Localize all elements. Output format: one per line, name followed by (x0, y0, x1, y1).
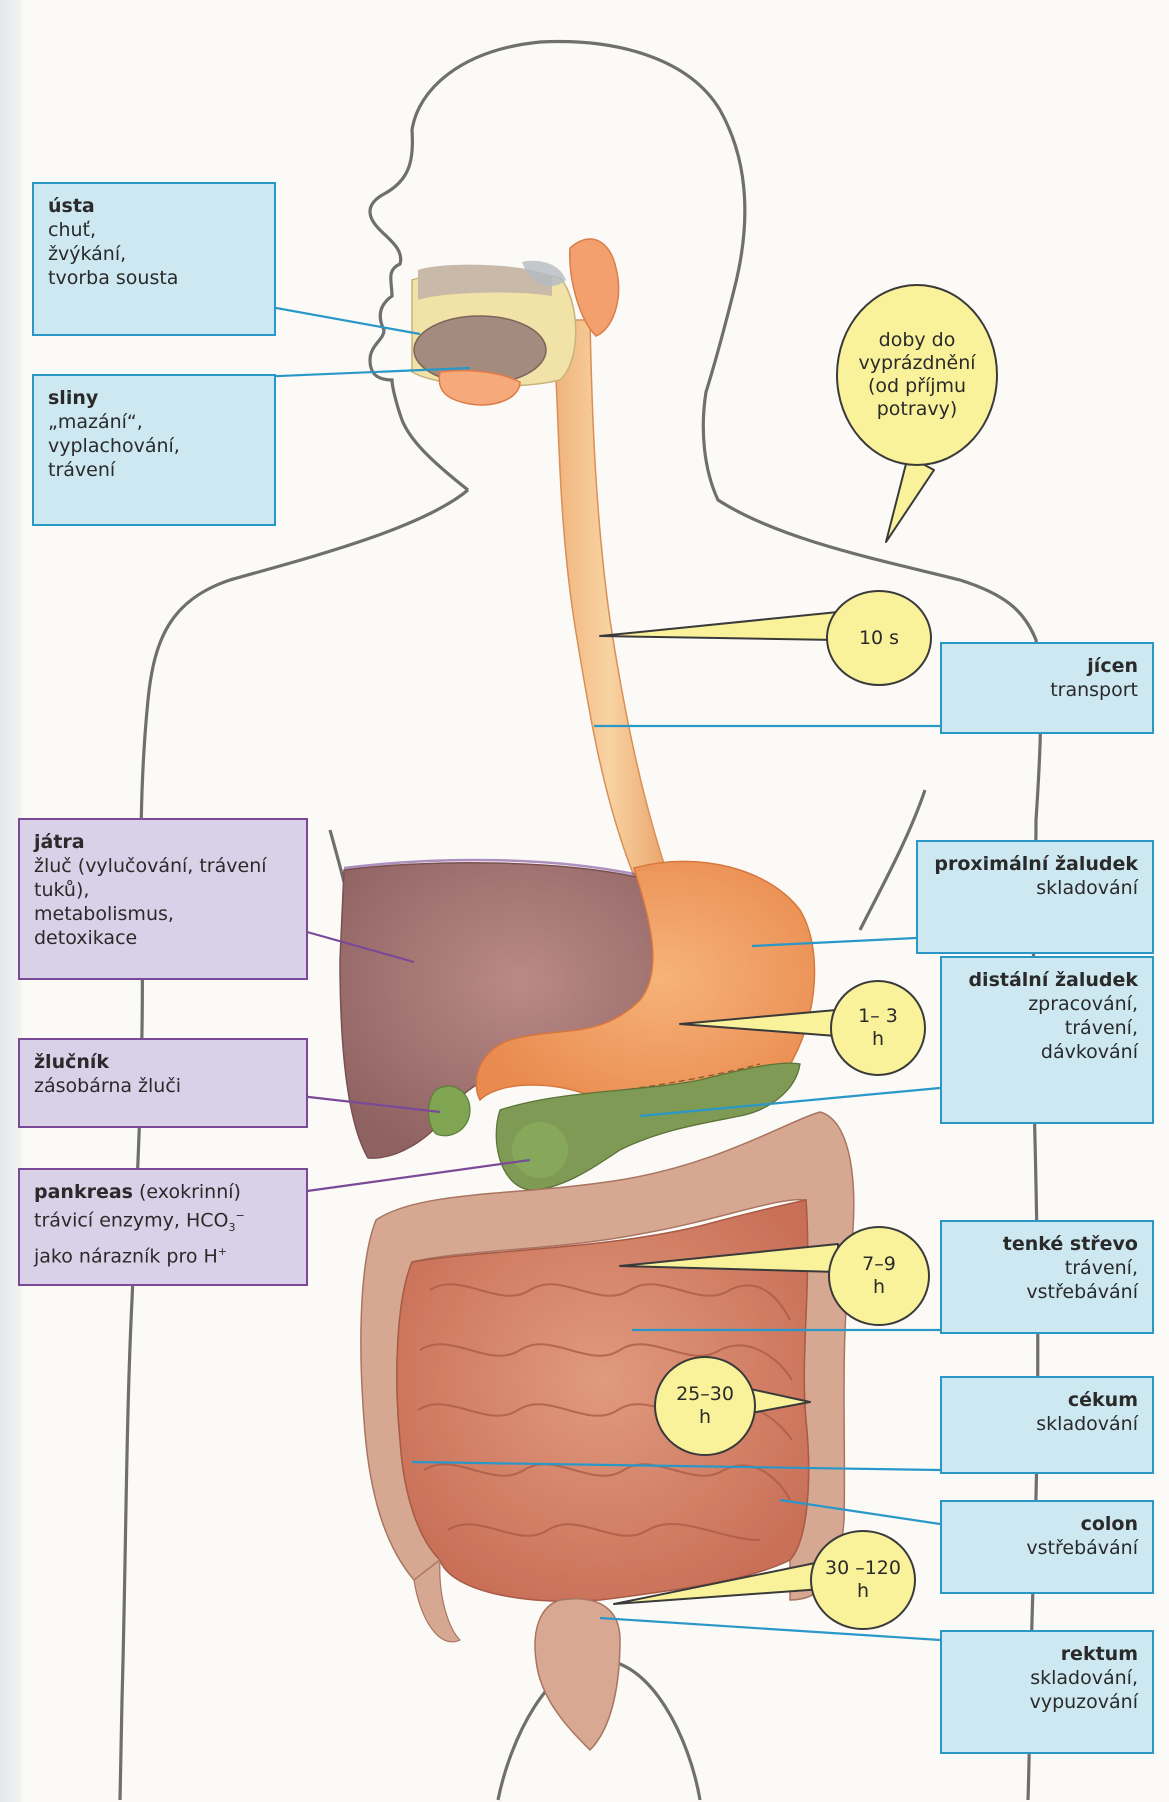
label-colon-title: colon (956, 1512, 1138, 1536)
label-pankreas-desc2: jako nárazník pro H+ (34, 1240, 292, 1268)
label-colon-desc: vstřebávání (956, 1536, 1138, 1560)
label-usta: ústa chuť, žvýkání, tvorba sousta (32, 182, 276, 336)
label-tenke-strevo: tenké střevo trávení, vstřebávání (940, 1220, 1154, 1334)
leader-pankreas (300, 1160, 530, 1192)
label-rektum-title: rektum (956, 1642, 1138, 1666)
label-cekum-title: cékum (956, 1388, 1138, 1412)
label-tenke-desc: trávení, vstřebávání (956, 1256, 1138, 1304)
label-jicen-title: jícen (956, 654, 1138, 678)
label-sliny: sliny „mazání“, vyplachování, trávení (32, 374, 276, 526)
label-jatra: játra žluč (vylučování, trávení tuků), m… (18, 818, 308, 980)
label-usta-title: ústa (48, 194, 260, 218)
bubble-jicen-time: 10 s (826, 590, 932, 686)
label-jatra-title: játra (34, 830, 292, 854)
pankreas-desc2-text: jako nárazník pro H (34, 1245, 218, 1267)
label-pankreas-title-suffix: (exokrinní) (133, 1181, 241, 1203)
label-distalni-title: distální žaludek (956, 968, 1138, 992)
label-cekum: cékum skladování (940, 1376, 1154, 1474)
label-pankreas: pankreas (exokrinní) trávicí enzymy, HCO… (18, 1168, 308, 1286)
label-proximalni-desc: skladování (932, 876, 1138, 900)
label-zlucnik: žlučník zásobárna žluči (18, 1038, 308, 1128)
label-rektum: rektum skladování, vypuzování (940, 1630, 1154, 1754)
label-zlucnik-desc: zásobárna žluči (34, 1074, 292, 1098)
bubble-zaludek-time-text: 1– 3 h (858, 1005, 898, 1051)
label-distalni-zaludek: distální žaludek zpracování, trávení, dá… (940, 956, 1154, 1124)
bubble-emptying-times: doby do vyprázdnění (od příjmu potravy) (836, 284, 998, 466)
label-tenke-title: tenké střevo (956, 1232, 1138, 1256)
bubble-colon-time: 30 –120 h (810, 1530, 916, 1630)
rectum-shape (535, 1599, 620, 1750)
pankreas-desc1-text: trávicí enzymy, HCO (34, 1209, 228, 1231)
label-sliny-title: sliny (48, 386, 260, 410)
label-jatra-desc: žluč (vylučování, trávení tuků), metabol… (34, 854, 292, 950)
label-zlucnik-title: žlučník (34, 1050, 292, 1074)
label-distalni-desc: zpracování, trávení, dávkování (956, 992, 1138, 1064)
label-pankreas-desc1: trávicí enzymy, HCO3− (34, 1204, 292, 1240)
label-proximalni-zaludek: proximální žaludek skladování (916, 840, 1154, 954)
label-colon: colon vstřebávání (940, 1500, 1154, 1594)
esophagus-shape (552, 320, 666, 876)
pankreas-desc1-sub: 3 (228, 1221, 235, 1234)
bubble-tenke-time-text: 7–9 h (862, 1253, 896, 1299)
bubble-colon-time-text: 30 –120 h (825, 1557, 901, 1603)
bubble-tenke-time: 7–9 h (828, 1226, 930, 1326)
label-pankreas-title: pankreas (34, 1181, 133, 1203)
label-usta-desc: chuť, žvýkání, tvorba sousta (48, 218, 260, 290)
label-cekum-desc: skladování (956, 1412, 1138, 1436)
pankreas-desc1-sup: − (235, 1209, 244, 1222)
label-jicen: jícen transport (940, 642, 1154, 734)
label-rektum-desc: skladování, vypuzování (956, 1666, 1138, 1714)
bubble-emptying-times-text: doby do vyprázdnění (od příjmu potravy) (858, 329, 975, 421)
bubble-jicen-time-text: 10 s (859, 627, 899, 650)
bubble-cekum-time: 25–30 h (654, 1356, 756, 1456)
label-pankreas-heading: pankreas (exokrinní) (34, 1181, 241, 1203)
bubble-cekum-time-text: 25–30 h (676, 1383, 734, 1429)
pankreas-desc2-sup: + (218, 1245, 227, 1258)
label-jicen-desc: transport (956, 678, 1138, 702)
bubble-zaludek-time: 1– 3 h (830, 980, 926, 1076)
label-proximalni-title: proximální žaludek (932, 852, 1138, 876)
label-sliny-desc: „mazání“, vyplachování, trávení (48, 410, 260, 482)
